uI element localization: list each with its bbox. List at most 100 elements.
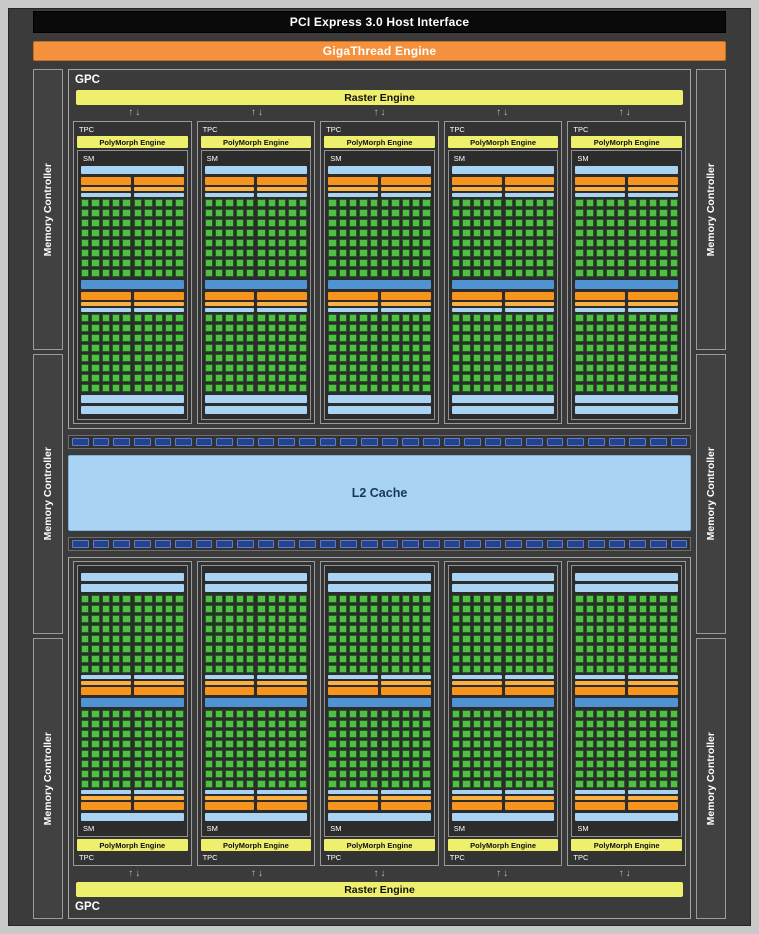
core-cell [493, 344, 502, 352]
core-cell [422, 354, 431, 362]
core-cell [659, 720, 668, 728]
memory-interface-cell [154, 540, 172, 548]
core-cell [359, 645, 368, 653]
core-cell [514, 605, 524, 613]
core-cell [648, 605, 658, 613]
core-cell [472, 595, 481, 603]
core-cell [246, 259, 255, 267]
core-cell [175, 209, 184, 217]
dispatch-units-bar [380, 796, 431, 800]
sm-processing-section [575, 595, 678, 695]
core-cell [175, 374, 184, 382]
core-cell [164, 740, 174, 748]
core-cell [164, 730, 174, 738]
memory-interface-cell [402, 438, 419, 446]
tpc-label: TPC [79, 125, 94, 134]
core-cell [204, 199, 213, 207]
core-cell [596, 770, 605, 778]
core-cell [144, 374, 153, 382]
core-cell [214, 249, 224, 257]
sm-processing-block [81, 595, 131, 695]
core-cell [669, 665, 678, 673]
core-cell [659, 760, 668, 768]
core-cell [585, 209, 595, 217]
core-cell [348, 605, 358, 613]
core-cell [616, 314, 626, 322]
core-cell [288, 740, 297, 748]
core-cell [638, 314, 647, 322]
core-cell [669, 740, 678, 748]
core-cell [235, 269, 245, 277]
core-cell [596, 344, 605, 352]
core-cell [144, 750, 153, 758]
core-cell [278, 384, 287, 392]
instruction-buffer-bar [628, 675, 678, 679]
core-cell [359, 384, 368, 392]
core-cell [112, 219, 121, 227]
core-cell [482, 354, 492, 362]
core-cell [482, 199, 492, 207]
core-cell [154, 219, 163, 227]
sm-block: SM [324, 565, 435, 837]
core-cell [348, 239, 358, 247]
l2-cache-label: L2 Cache [351, 486, 408, 500]
core-cell [369, 710, 378, 718]
core-cell [122, 354, 131, 362]
core-cell [204, 334, 213, 342]
core-cell [606, 760, 615, 768]
core-cell [412, 605, 421, 613]
core-cell [493, 750, 502, 758]
core-cell [278, 655, 287, 663]
core-cell [451, 760, 461, 768]
core-cell [401, 645, 411, 653]
core-cell [575, 344, 584, 352]
core-cell [298, 645, 308, 653]
core-cell [606, 750, 615, 758]
core-cell [535, 635, 545, 643]
core-cell [412, 665, 421, 673]
core-cell [267, 229, 277, 237]
up-arrow-icon: ↑ [250, 107, 256, 118]
core-cell [504, 249, 513, 257]
core-cell [175, 665, 184, 673]
core-cell [246, 750, 255, 758]
core-cell [606, 199, 615, 207]
core-cell [133, 229, 143, 237]
core-cell [348, 750, 358, 758]
core-cell [338, 770, 347, 778]
dispatch-units-bar [504, 187, 555, 191]
core-cell [133, 645, 143, 653]
core-cell [235, 384, 245, 392]
core-cell [204, 780, 213, 788]
core-cell [204, 384, 213, 392]
core-cell [298, 730, 308, 738]
core-cell [298, 720, 308, 728]
core-cell [628, 710, 637, 718]
core-cell [133, 665, 143, 673]
sm-processing-section [204, 595, 308, 695]
core-cell [648, 344, 658, 352]
core-cell [648, 334, 658, 342]
core-cell [144, 344, 153, 352]
core-cell [204, 645, 213, 653]
core-cell [585, 605, 595, 613]
core-cell [638, 760, 647, 768]
core-cell [391, 645, 400, 653]
core-cell [546, 374, 555, 382]
core-cell [659, 199, 668, 207]
core-cell [391, 605, 400, 613]
core-cell [391, 259, 400, 267]
core-cell [144, 595, 153, 603]
core-cell [514, 720, 524, 728]
memory-interface-cell [505, 540, 523, 548]
core-cell [81, 364, 90, 372]
core-cell [401, 770, 411, 778]
core-cell [628, 384, 637, 392]
core-cell [338, 249, 347, 257]
core-cell [225, 314, 234, 322]
dispatch-units-bar [504, 796, 555, 800]
core-cell [535, 615, 545, 623]
core-cell [298, 229, 308, 237]
core-grid [257, 710, 308, 788]
memory-controller-block: Memory Controller [33, 69, 63, 350]
